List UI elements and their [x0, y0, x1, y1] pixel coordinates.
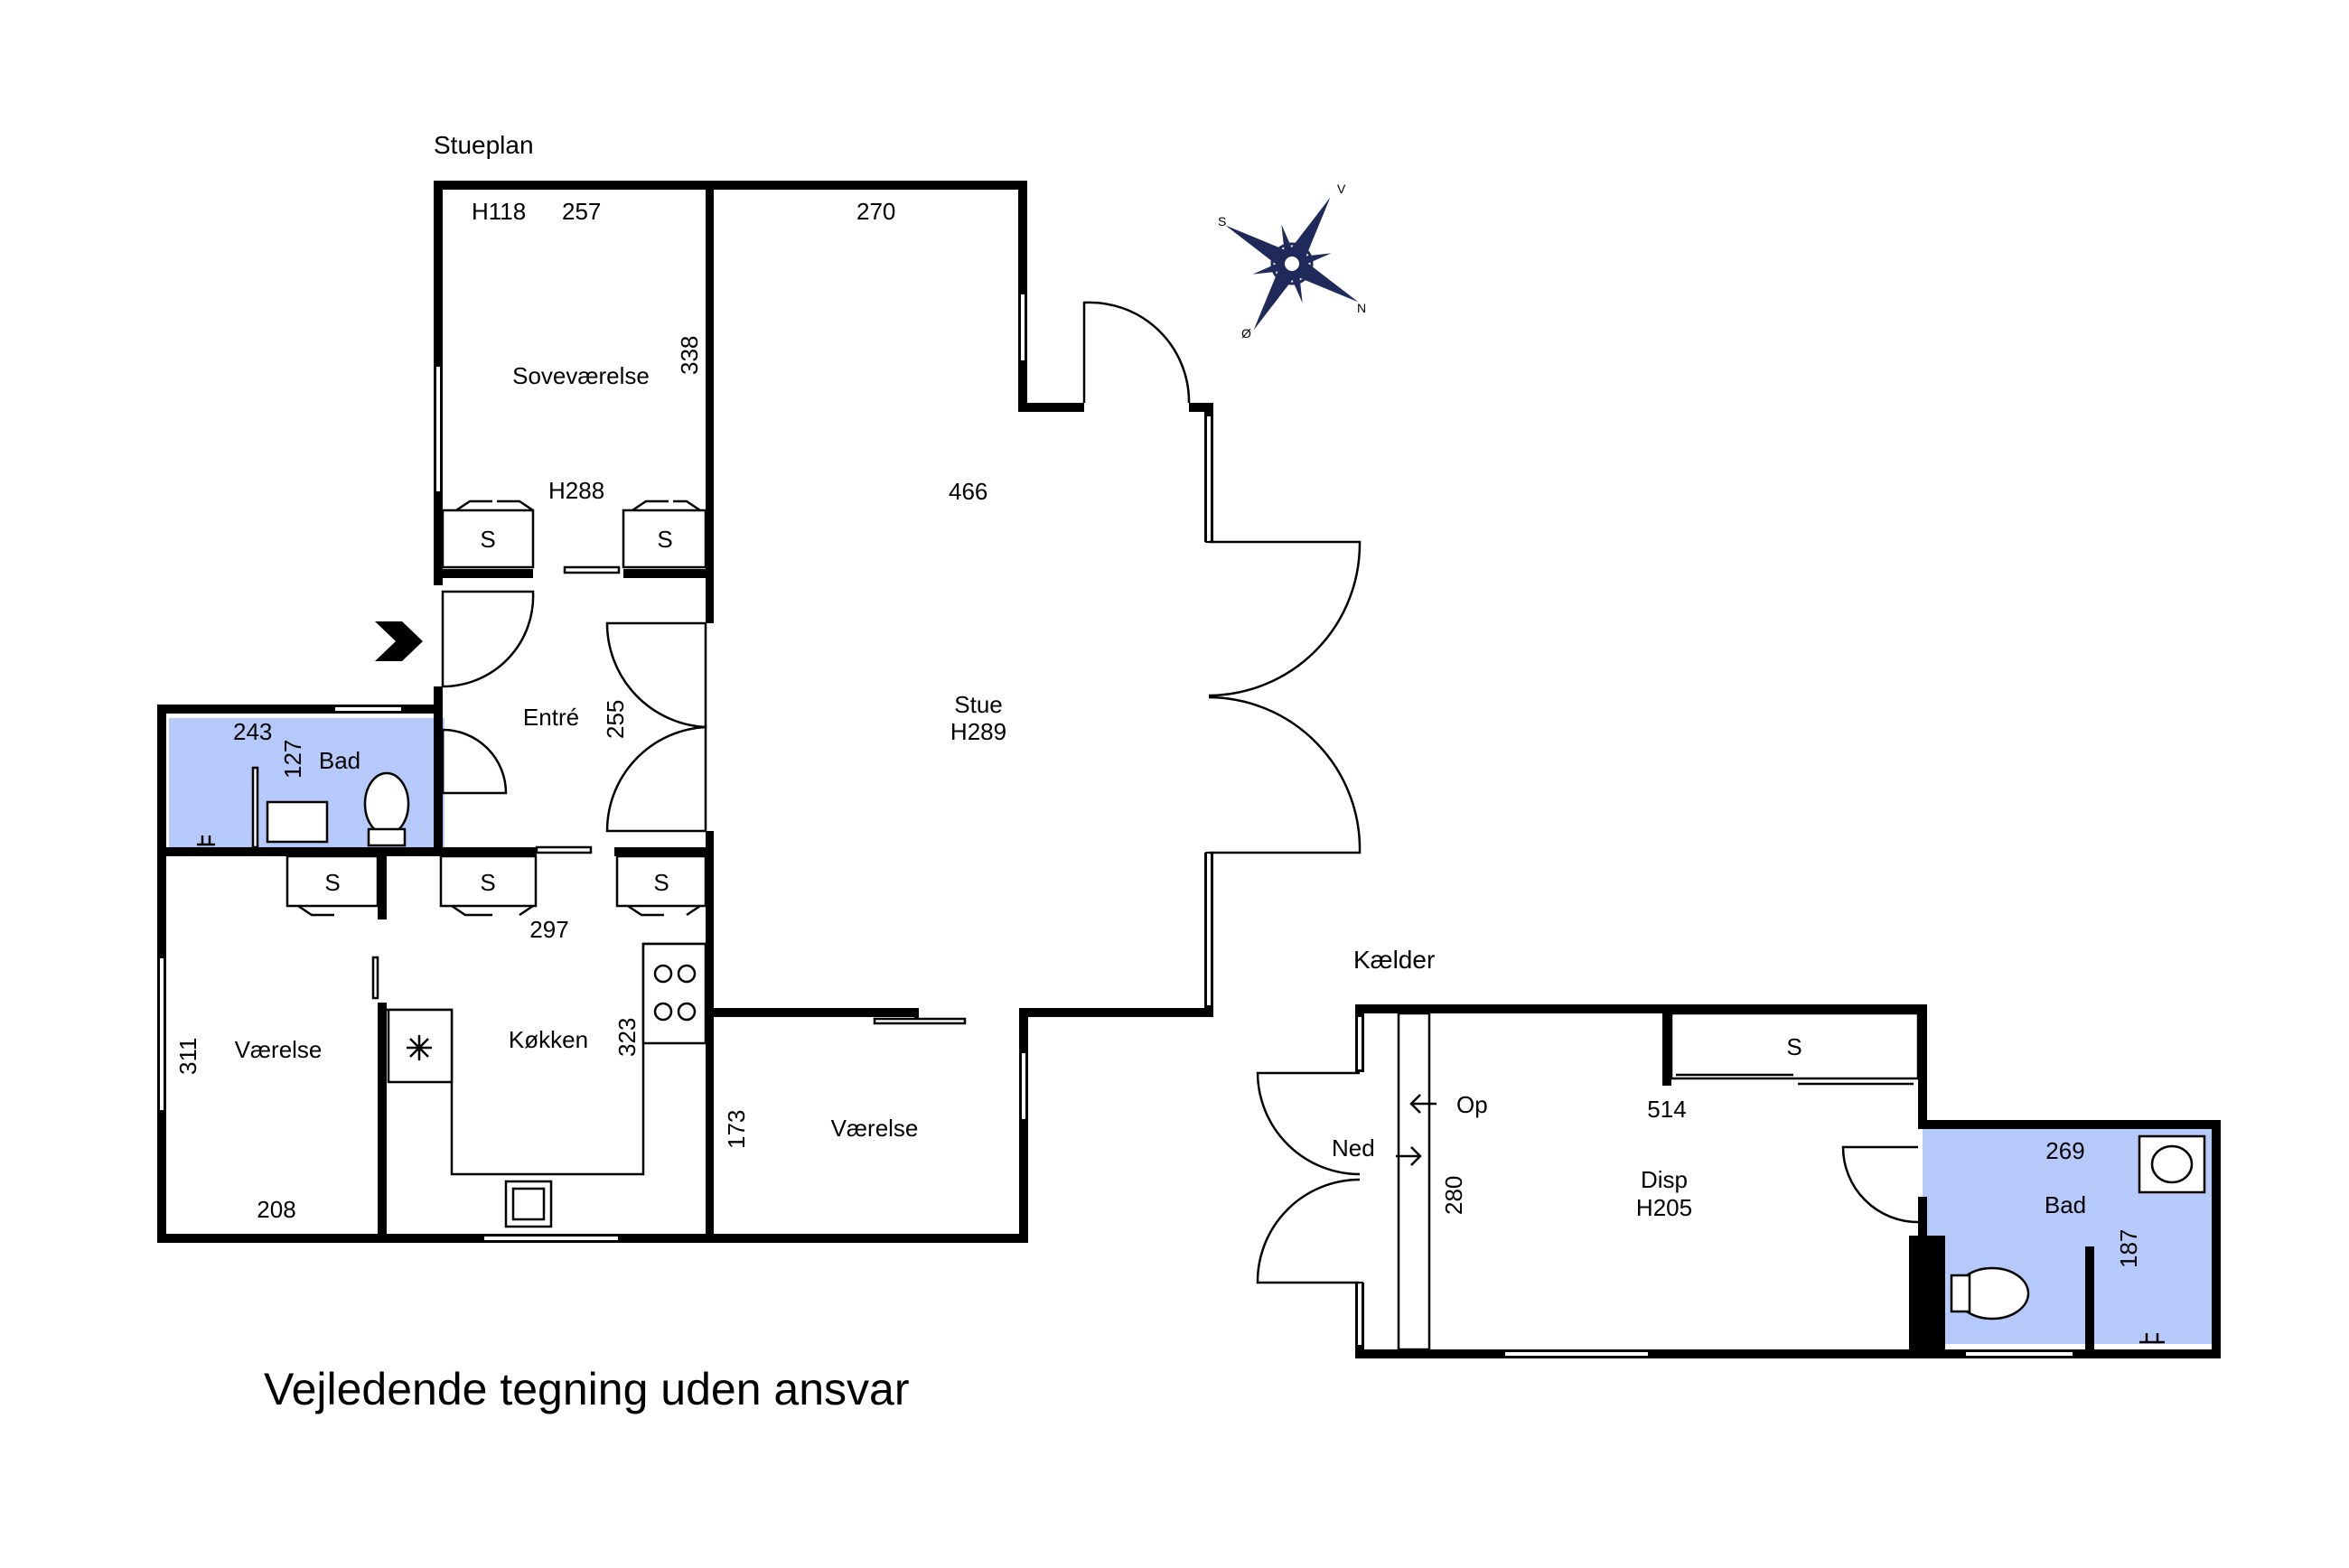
room-name: Værelse [831, 1115, 919, 1142]
window [435, 365, 442, 493]
dimension-label: 514 [1647, 1096, 1686, 1123]
stairs-up-label: Op [1456, 1091, 1488, 1118]
dimension-label: 466 [949, 478, 987, 505]
extractor-icon [407, 1035, 432, 1060]
shower-tap-icon [197, 835, 215, 846]
bath-door-swing [1841, 1145, 1919, 1224]
ground-floor-doors [371, 301, 1362, 1025]
room-name: Bad [2045, 1191, 2086, 1218]
room-name: Køkken [509, 1026, 588, 1053]
sliding-door [873, 1017, 967, 1025]
storage-label: S [653, 869, 669, 896]
arrow-right-icon [1396, 1146, 1422, 1166]
room-height: H288 [548, 477, 604, 504]
room-name: Værelse [235, 1036, 323, 1063]
room-height: H118 [472, 198, 526, 225]
window [1964, 1350, 2074, 1358]
room-name: Soveværelse [512, 362, 650, 389]
ground-bath-fixtures [197, 766, 410, 849]
window [1205, 415, 1212, 543]
dimension-label: 297 [529, 916, 568, 943]
ground-floor-label: Stueplan [434, 131, 534, 159]
dimension-label: 270 [856, 198, 895, 225]
dimension-label: 187 [2115, 1229, 2142, 1268]
basement-storage: S [1670, 1012, 1920, 1086]
window [1019, 293, 1026, 362]
terrace-door-swing [1208, 540, 1362, 697]
room-name: Disp [1641, 1166, 1688, 1193]
dimension-label: 173 [723, 1110, 750, 1149]
toilet-icon [363, 771, 410, 836]
sink-icon [266, 800, 329, 844]
dimension-label: 280 [1440, 1176, 1467, 1215]
window [1503, 1350, 1650, 1358]
storage-label: S [480, 869, 495, 896]
entry-door-swing [441, 590, 535, 688]
storage-label: S [1786, 1033, 1802, 1060]
disclaimer-title: Vejledende tegning uden ansvar [264, 1364, 909, 1414]
window [333, 705, 403, 713]
bath-basement-fill-lower [1942, 1233, 1979, 1251]
basement-labels: 514 Disp H205 280 269 Bad 187 [1440, 1096, 2142, 1268]
shower-screen [251, 766, 259, 849]
dimension-label: 338 [676, 336, 703, 375]
basement-door-swing [1256, 1071, 1361, 1176]
shower-tap-icon [2139, 1333, 2165, 1344]
compass-label: V [1337, 182, 1346, 196]
storage-label: S [324, 869, 340, 896]
bath-door-swing [441, 728, 508, 795]
basement-stairs: Op Ned [1332, 1012, 1488, 1351]
basement-label: Kælder [1353, 946, 1435, 974]
sliding-door [371, 956, 379, 1000]
dimension-label: 127 [279, 740, 306, 779]
ground-storage: S S S S S [285, 499, 707, 917]
room-height: H289 [950, 718, 1006, 745]
living-door-swing [605, 725, 707, 833]
dimension-label: 323 [613, 1018, 641, 1057]
storage-label: S [480, 526, 495, 553]
stove-icon [641, 942, 707, 1045]
room-name: Entré [523, 704, 579, 731]
room-height: H205 [1636, 1194, 1692, 1221]
compass-label: Ø [1241, 326, 1251, 341]
living-door-swing [605, 621, 707, 729]
compass-label: N [1357, 301, 1366, 315]
window [158, 957, 165, 1112]
dimension-label: 257 [562, 198, 601, 225]
stairs-down-label: Ned [1332, 1134, 1375, 1162]
entrance-arrow-icon [375, 621, 423, 661]
storage-label: S [657, 526, 672, 553]
kitchen-fixtures [387, 942, 707, 1228]
dimension-label: 269 [2045, 1137, 2084, 1164]
room-name: Stue [954, 691, 1003, 718]
terrace-door-swing [1208, 695, 1362, 854]
ground-floor-windows [158, 293, 1212, 1242]
basement-walls [1355, 1004, 2221, 1358]
dimension-label: 311 [174, 1038, 201, 1075]
dimension-label: 243 [233, 718, 272, 745]
window [1205, 852, 1212, 1007]
window [1356, 1282, 1363, 1347]
ground-floor-labels: H118 257 Soveværelse 338 H288 270 466 St… [174, 198, 1006, 1223]
window [1356, 1015, 1363, 1071]
basement-bath-fixtures [1950, 1134, 2206, 1344]
basement-doors [1256, 1071, 1919, 1284]
dimension-label: 208 [257, 1196, 295, 1223]
compass-label: S [1218, 214, 1226, 229]
compass-rose-icon: S V N Ø [1218, 182, 1366, 341]
window [482, 1235, 620, 1242]
window [1020, 1051, 1027, 1121]
top-door-swing [1082, 301, 1191, 404]
dimension-label: 255 [602, 700, 629, 739]
sliding-door [563, 565, 621, 574]
room-name: Bad [319, 747, 360, 774]
arrow-left-icon [1409, 1094, 1437, 1114]
basement-door-swing [1256, 1178, 1361, 1284]
sliding-door [535, 845, 593, 854]
